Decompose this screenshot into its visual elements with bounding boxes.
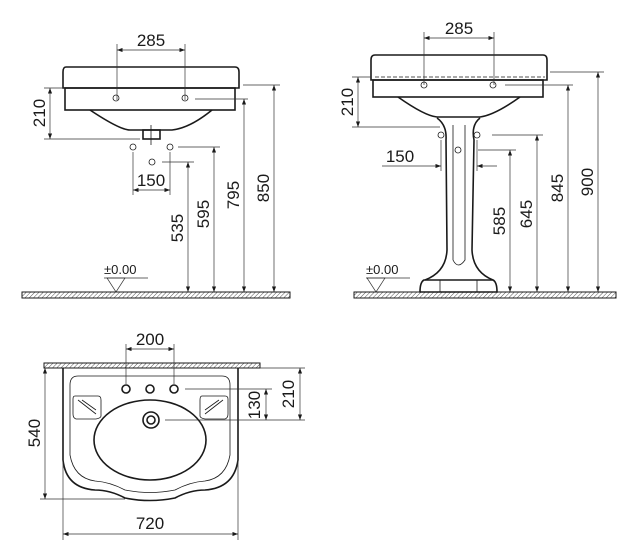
floor-level-label: ±0.00 [104, 262, 136, 277]
pipe-icon [454, 146, 462, 154]
wall [43, 362, 261, 369]
pedestal-base [419, 279, 498, 293]
overflow-icon [142, 411, 160, 429]
dim-rim-depth: 210 [30, 99, 49, 127]
dim-height-845: 845 [548, 174, 567, 202]
side-view: 285 210 150 535 595 795 850 ±0.00 [21, 31, 291, 299]
dim-pipe-spacing: 150 [137, 171, 165, 190]
bolt-icon [473, 131, 481, 139]
dim-tap-spacing: 285 [445, 19, 473, 38]
dim-height-535: 535 [168, 214, 187, 242]
tap-hole-icon [121, 384, 131, 394]
tap-hole-icon [145, 384, 155, 394]
bolt-icon [437, 131, 445, 139]
waste-outlet [142, 129, 161, 140]
dim-height-795: 795 [224, 181, 243, 209]
basin-bowl [93, 399, 207, 481]
soap-dish-left [72, 395, 102, 420]
dim-rim-depth: 210 [338, 88, 357, 116]
tap-hole-icon [169, 384, 179, 394]
basin-body [372, 79, 544, 98]
dim-height-850: 850 [254, 174, 273, 202]
dim-depth: 540 [25, 419, 44, 447]
pedestal-column [424, 117, 494, 281]
basin-inner-rim [69, 375, 231, 493]
dim-tap-spacing: 200 [136, 330, 164, 349]
basin-bowl [397, 96, 521, 118]
floor-level-label: ±0.00 [366, 262, 398, 277]
dim-tap-to-waste: 130 [245, 391, 264, 419]
floor [353, 291, 617, 299]
dim-tap-spacing: 285 [137, 31, 165, 50]
tap-hole-icon [112, 94, 120, 102]
level-triangle-icon [366, 277, 386, 293]
pedestal-view: 285 210 150 585 645 845 900 ±0.00 [338, 19, 617, 299]
dim-height-645: 645 [517, 200, 536, 228]
basin-rim [62, 66, 240, 89]
soap-dish-right [199, 395, 229, 420]
floor [21, 291, 291, 299]
pipe-icon [148, 158, 156, 166]
level-triangle-icon [106, 277, 126, 293]
dim-height-595: 595 [194, 200, 213, 228]
basin-rim [370, 54, 548, 81]
pipe-icon [166, 143, 174, 151]
basin-outline [62, 368, 239, 502]
dim-height-585: 585 [490, 207, 509, 235]
tap-hole-icon [489, 81, 497, 89]
dim-height-900: 900 [578, 168, 597, 196]
dim-width: 720 [136, 514, 164, 533]
dim-bolt-spacing: 150 [386, 147, 414, 166]
top-view: 200 540 720 130 210 [25, 330, 305, 540]
pipe-icon [129, 143, 137, 151]
dim-wall-to-waste: 210 [279, 380, 298, 408]
